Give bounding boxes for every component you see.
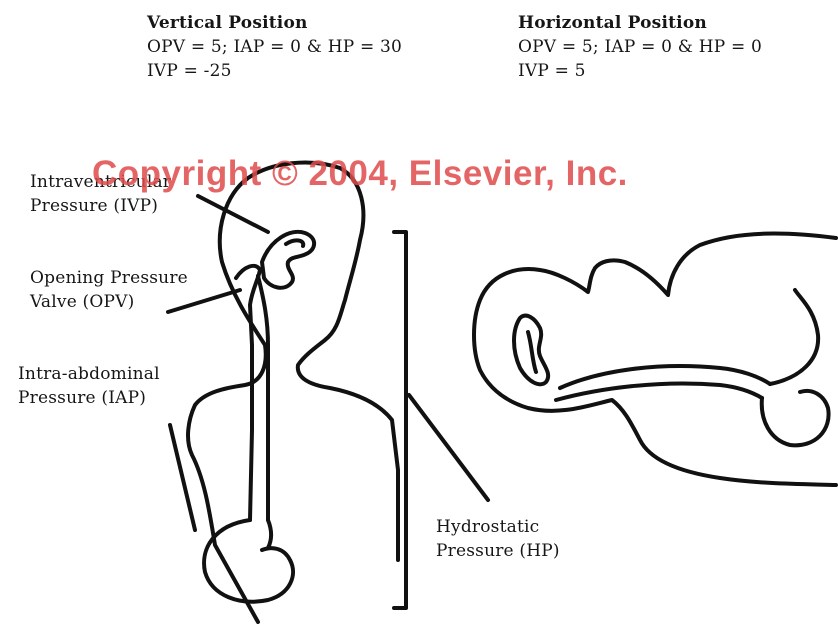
iap-label: Intra-abdominal Pressure (IAP): [18, 362, 160, 410]
reclined-body-outline: [474, 234, 836, 485]
hp-label: Hydrostatic Pressure (HP): [436, 515, 560, 563]
reclined-abdominal-loop: [762, 290, 829, 445]
copyright-watermark: Copyright © 2004, Elsevier, Inc.: [92, 154, 628, 194]
reclined-ventricles: [514, 316, 548, 385]
reclined-shunt-catheter: [556, 366, 770, 400]
upright-abdomen-wall: [170, 425, 195, 530]
upright-abdominal-loop: [204, 520, 293, 602]
opv-label: Opening Pressure Valve (OPV): [30, 266, 188, 314]
upright-ventricles: [262, 232, 314, 288]
hp-leader-line: [409, 395, 488, 500]
ivp-leader-line: [198, 196, 268, 232]
